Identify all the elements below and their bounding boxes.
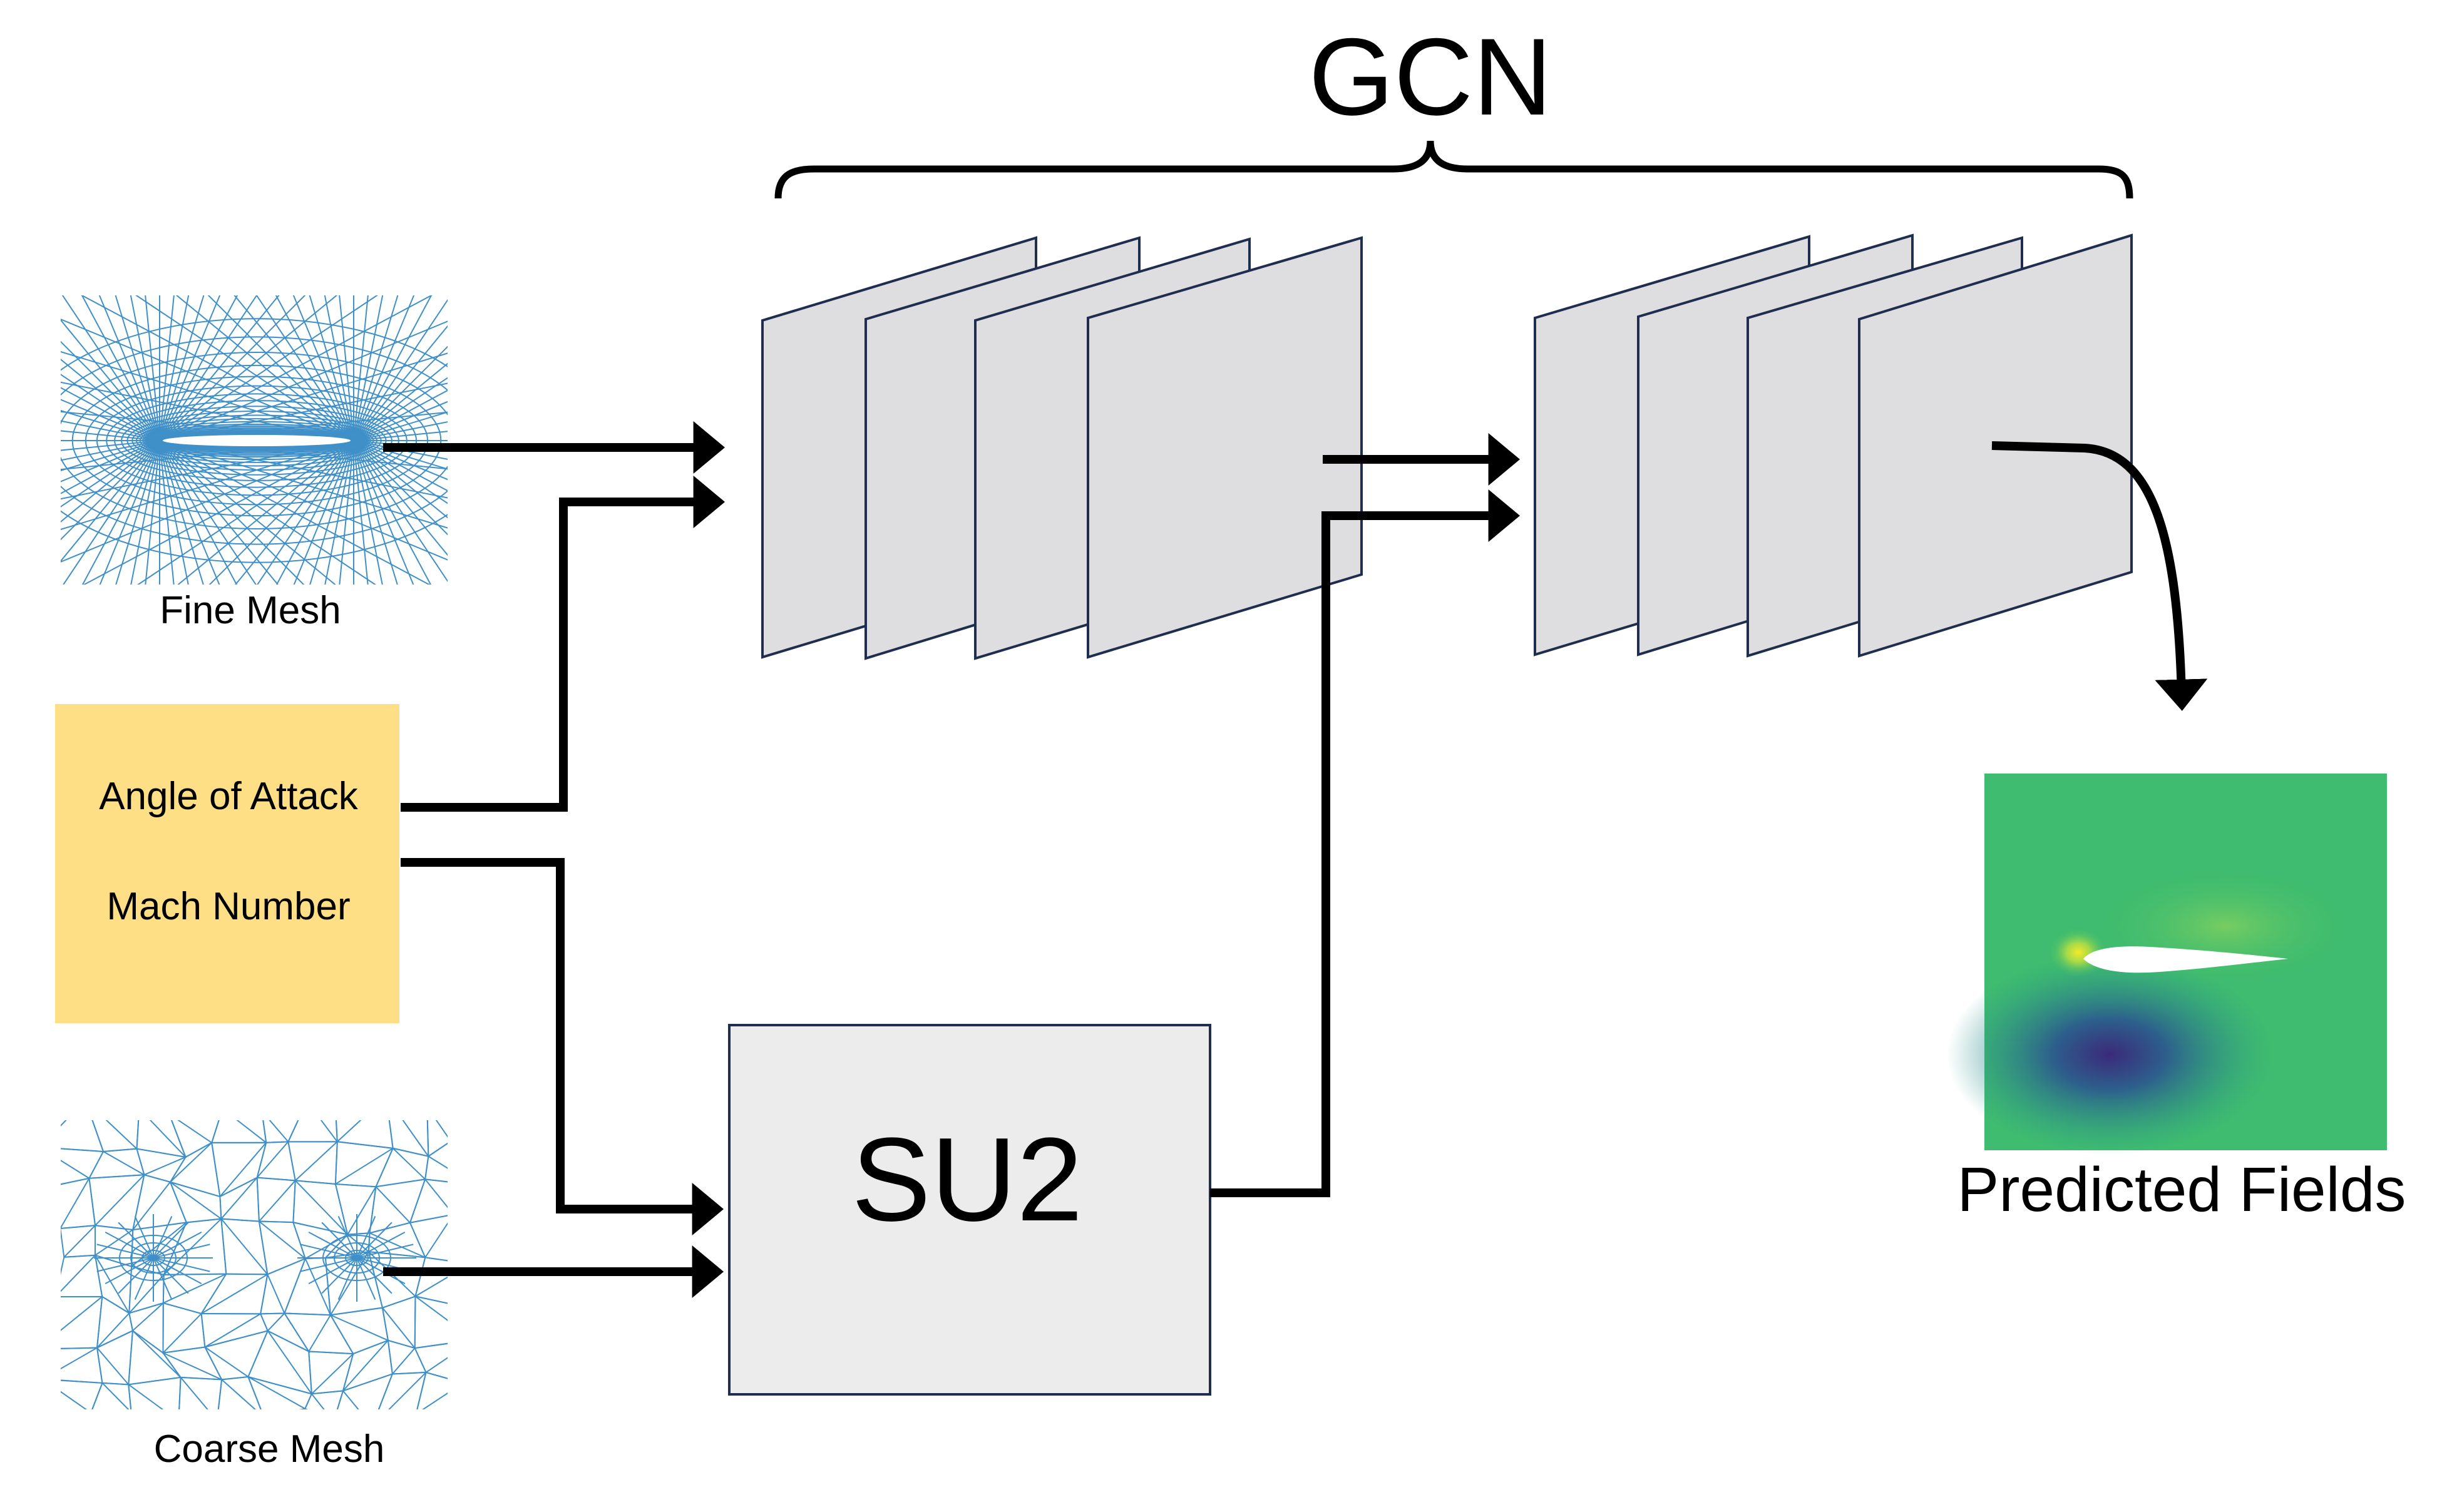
- su2-solver-box: [728, 1024, 1211, 1396]
- fine-mesh-image: [61, 295, 448, 585]
- su2-to-gcn-arrow: [1210, 489, 1520, 1197]
- parameters-box: [55, 704, 399, 1023]
- fine-mesh-label: Fine Mesh: [160, 589, 341, 632]
- predicted-fields-label: Predicted Fields: [1957, 1155, 2406, 1225]
- gcn-layer-stack-1: [761, 236, 1363, 660]
- su2-label: SU2: [851, 1113, 1083, 1246]
- coarse-mesh-image: [61, 1120, 448, 1409]
- gcn-layer: [1087, 236, 1363, 659]
- gcn-to-predicted-fields-arrow: [1991, 441, 2208, 711]
- gcn-title: GCN: [1309, 16, 1552, 138]
- coarse-mesh-label: Coarse Mesh: [154, 1428, 385, 1471]
- mach-number-to-su2-arrow: [401, 858, 724, 1235]
- gcn-brace: [774, 140, 2133, 199]
- mach-number-label: Mach Number: [106, 885, 350, 928]
- angle-of-attack-to-gcn-arrow: [401, 476, 725, 812]
- angle-of-attack-label: Angle of Attack: [99, 775, 359, 818]
- predicted-field-image: [1947, 774, 2387, 1155]
